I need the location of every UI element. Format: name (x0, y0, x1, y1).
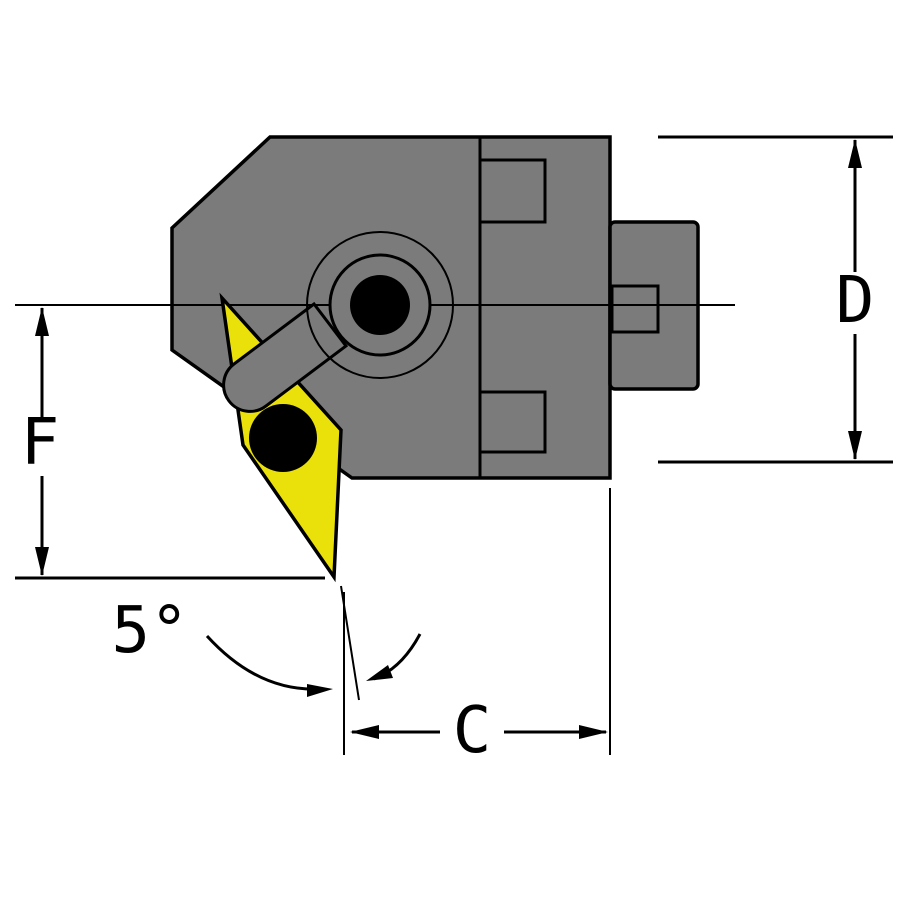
dim-d-label: D (836, 264, 875, 338)
angle-arrow-right-icon (366, 665, 393, 681)
angle-label: 5° (111, 594, 188, 668)
notch-bottom (478, 390, 547, 454)
dim-f-label: F (21, 406, 60, 480)
angle-leader-arc-left (205, 634, 321, 691)
angle-arrow-left-icon (307, 684, 333, 697)
angle-slant-line (340, 585, 360, 701)
dim-f-arrow-down-icon (35, 547, 49, 576)
dim-d-arrow-down-icon (848, 431, 862, 460)
dimension-c: C (343, 488, 611, 768)
clamp-screw (306, 231, 454, 379)
clamp-arm (222, 301, 349, 413)
insert-hole (249, 404, 317, 472)
dim-c-arrow-right-icon (579, 725, 608, 739)
clamp-boss-circle (306, 231, 454, 379)
clamp-screw-head (350, 275, 410, 335)
angle-annotation: 5° (111, 585, 422, 701)
shank-notch (610, 284, 660, 334)
dimension-f: F (15, 307, 325, 580)
dimension-d: D (658, 135, 893, 464)
dim-c-arrow-left-icon (350, 725, 379, 739)
dim-d-arrow-up-icon (848, 139, 862, 168)
dim-c-label: C (453, 694, 492, 768)
notch-top (478, 158, 547, 224)
dim-f-arrow-up-icon (35, 307, 49, 336)
